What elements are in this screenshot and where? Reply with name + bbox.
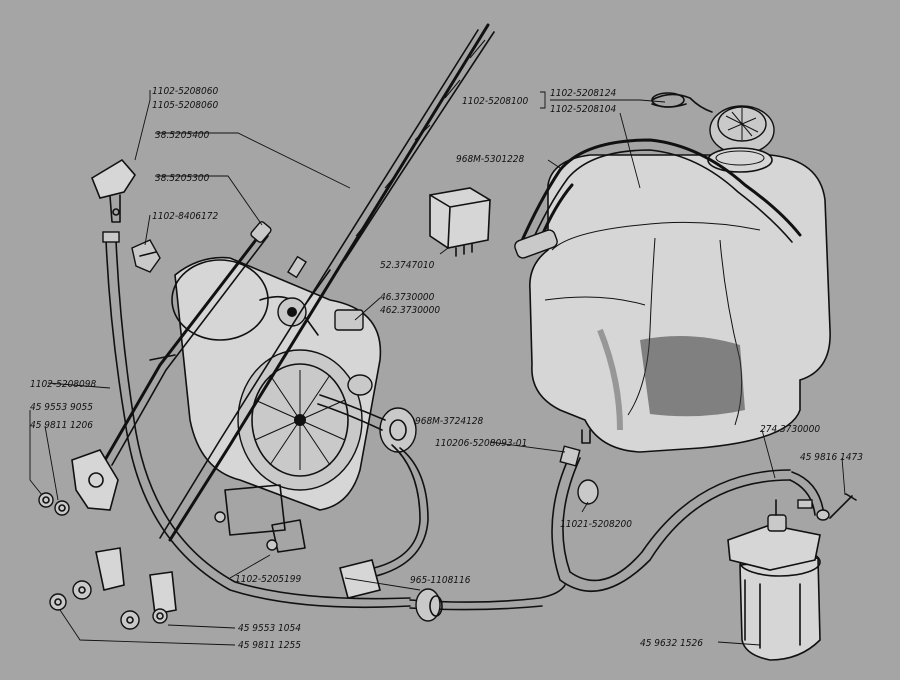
label-hose-left: 1102-5208098 [30,379,96,390]
washer-pump [727,471,825,661]
wiper-arm [71,221,272,511]
label-pump: 274.3730000 [760,424,820,435]
label-wiper-blade: 38.5205400 [155,130,210,141]
leader-lines [29,90,846,646]
filler-cap [651,92,775,173]
label-tee: 965-1108116 [410,575,471,586]
label-filter: 11021-5208200 [560,519,632,530]
pump-fasteners [816,493,857,521]
pump-hose [409,445,791,611]
wiper-blade [159,23,495,542]
label-cap-strap: 1102-5208124 [550,88,616,99]
label-hose-connector: 110206-5208093-01 [435,438,527,449]
relay [429,187,491,257]
washer-nozzle [91,158,136,223]
reservoir-hose [514,138,802,259]
label-link: 1102-5205199 [235,574,301,585]
label-nut-lower-a: 45 9553 1054 [238,623,301,634]
hose-clip [131,239,161,273]
label-reservoir: 1102-5208100 [462,96,528,107]
tee-connector [415,588,443,622]
label-clip: 1102-8406172 [152,211,218,222]
label-relay: 52.3747010 [380,260,435,271]
part-labels: 1102-5208060 1105-5208060 38.5205400 38.… [30,86,863,651]
lower-brackets [49,547,177,630]
left-washer-hose [102,231,411,609]
label-nut-upper-a: 45 9553 9055 [30,402,93,413]
label-nut-lower-b: 45 9811 1255 [238,640,301,651]
label-pump-bottom: 45 9632 1526 [640,638,703,649]
washer-reservoir [529,154,831,453]
label-nut-upper-b: 45 9811 1206 [30,420,93,431]
label-nozzle-b: 1105-5208060 [152,100,218,111]
label-motor-b: 462.3730000 [380,305,440,316]
label-cap: 1102-5208104 [550,104,616,115]
wiper-motor [171,256,382,553]
label-hose-top: 968M-5301228 [456,154,525,165]
label-washer-top: 45 9816 1473 [800,452,863,463]
label-motor-a: 46.3730000 [380,292,435,303]
label-grommet: 968M-3724128 [415,416,484,427]
label-wiper-arm: 38.5205300 [155,173,210,184]
cable-grommet [317,394,429,599]
nuts-left [38,492,70,516]
label-nozzle-a: 1102-5208060 [152,86,218,97]
